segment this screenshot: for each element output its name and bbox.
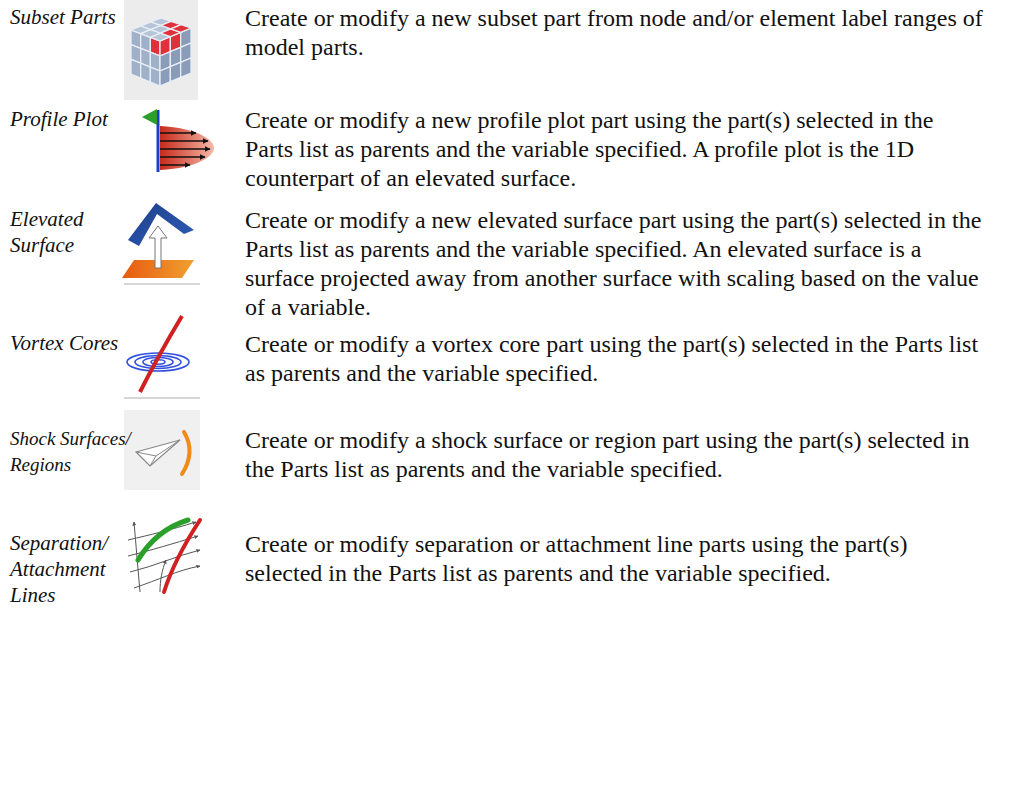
tool-name: Elevated Surface [10, 206, 110, 258]
tool-description: Create or modify a new profile plot part… [245, 106, 985, 193]
separation-icon [128, 520, 200, 592]
cube-face [131, 18, 191, 41]
profile-arrows [160, 133, 210, 165]
tool-name: Subset Parts [10, 4, 160, 30]
tool-description: Create or modify separation or attachmen… [245, 530, 985, 588]
tool-name: Shock Surfaces/ Regions [10, 426, 160, 478]
icon-rule [124, 397, 200, 399]
cube-cell [171, 25, 191, 33]
tool-description: Create or modify a vortex core part usin… [245, 330, 985, 388]
cube-cell [131, 59, 141, 78]
elevated-surface-icon [122, 203, 200, 284]
tool-description: Create or modify a shock surface or regi… [245, 426, 985, 484]
tool-description: Create or modify a new subset part from … [245, 4, 985, 62]
cube-cell [170, 62, 180, 81]
tool-name: Separation/ Attachment Lines [10, 530, 122, 608]
elevated-roof [128, 203, 194, 246]
icon-ground [124, 0, 198, 100]
profile-plot-icon [142, 109, 214, 172]
plane-fold [136, 440, 180, 466]
cube-cell [160, 67, 170, 86]
profile-shape [160, 126, 214, 170]
attachment-line [164, 520, 200, 592]
tool-name: Vortex Cores [10, 330, 160, 356]
cube-cell [181, 58, 191, 77]
cube-cell [141, 63, 151, 82]
plane-outline [136, 440, 180, 466]
subset-icon [124, 0, 198, 100]
profile-arrowhead [142, 109, 157, 125]
icon-ground [124, 410, 200, 490]
icon-rule [124, 283, 200, 285]
tool-name: Profile Plot [10, 106, 160, 132]
cube-cell [150, 67, 160, 86]
core-line [140, 316, 182, 392]
shock-surface-icon [124, 410, 200, 490]
vortex-core-icon [124, 316, 200, 398]
shock-arc [182, 432, 190, 474]
lift-arrow [149, 226, 167, 268]
tool-description: Create or modify a new elevated surface … [245, 206, 985, 322]
